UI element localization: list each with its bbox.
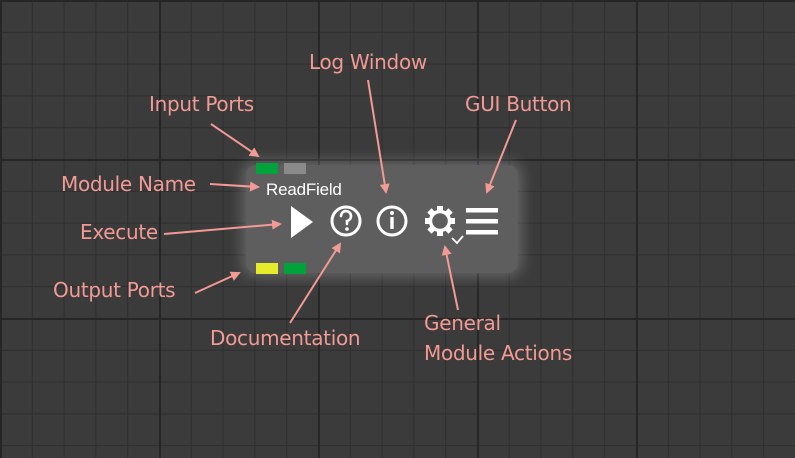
arrow-general-actions	[441, 245, 459, 311]
arrow-input-ports	[210, 123, 260, 158]
callout-module-name: Module Name	[61, 172, 196, 196]
log-window-icon[interactable]	[376, 205, 408, 237]
menu-icon[interactable]	[466, 208, 498, 235]
callout-general-line1: General	[424, 311, 501, 335]
arrow-gui-button	[485, 119, 517, 194]
arrow-log-window	[367, 79, 390, 194]
input-port-2[interactable]	[284, 163, 306, 174]
gear-icon[interactable]	[425, 206, 464, 245]
arrow-module-name	[209, 181, 260, 192]
input-port-1[interactable]	[256, 163, 278, 174]
output-port-2[interactable]	[284, 263, 306, 274]
execute-icon[interactable]	[291, 206, 313, 238]
module-name-label: ReadField	[266, 180, 342, 199]
arrow-execute	[163, 219, 282, 235]
callout-documentation: Documentation	[210, 326, 361, 350]
callout-log-window: Log Window	[309, 50, 427, 74]
documentation-icon[interactable]	[330, 205, 362, 237]
callout-output-ports: Output Ports	[53, 278, 176, 302]
callout-input-ports: Input Ports	[149, 92, 254, 116]
arrow-documentation	[289, 242, 342, 324]
callout-gui-button: GUI Button	[465, 92, 572, 116]
output-port-1[interactable]	[256, 263, 278, 274]
arrow-output-ports	[194, 271, 241, 294]
callout-execute: Execute	[80, 220, 158, 244]
callout-general-line2: Module Actions	[424, 341, 572, 365]
